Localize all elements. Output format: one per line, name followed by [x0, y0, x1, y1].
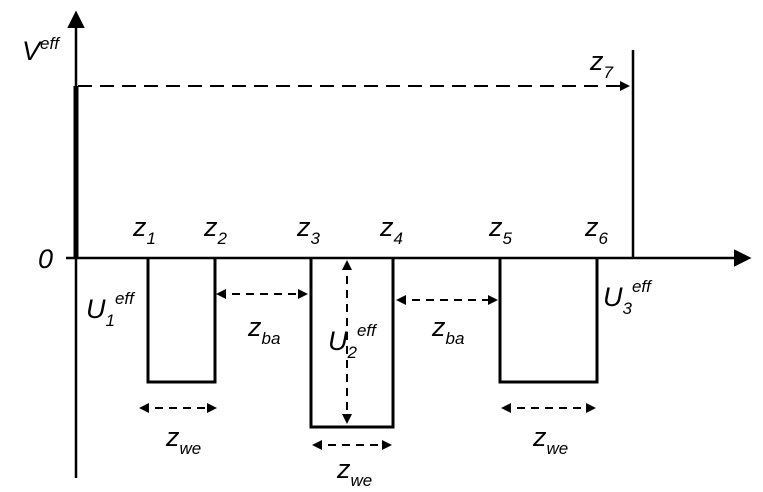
well-width-label-1: zwe	[165, 422, 201, 458]
z3-label: z3	[296, 212, 321, 248]
u2-label: U2eff	[328, 321, 378, 362]
well-width-label-2: zwe	[336, 454, 372, 490]
z7-label: z7	[589, 46, 614, 82]
z2-label: z2	[203, 212, 228, 248]
z4-label: z4	[379, 212, 403, 248]
z1-label: z1	[132, 212, 156, 248]
zero-label: 0	[38, 244, 53, 274]
z6-label: z6	[584, 212, 609, 248]
u3-label: U3eff	[603, 277, 653, 318]
well-1	[146, 258, 217, 384]
well-3	[498, 258, 599, 384]
well-width-label-3: zwe	[532, 422, 568, 458]
u1-label: U1eff	[86, 289, 136, 330]
barrier-width-label-2: zba	[431, 312, 464, 348]
y-axis-label: Veff	[22, 34, 61, 66]
z5-label: z5	[488, 212, 513, 248]
well-2	[309, 258, 395, 429]
barrier-width-label-1: zba	[247, 312, 280, 348]
